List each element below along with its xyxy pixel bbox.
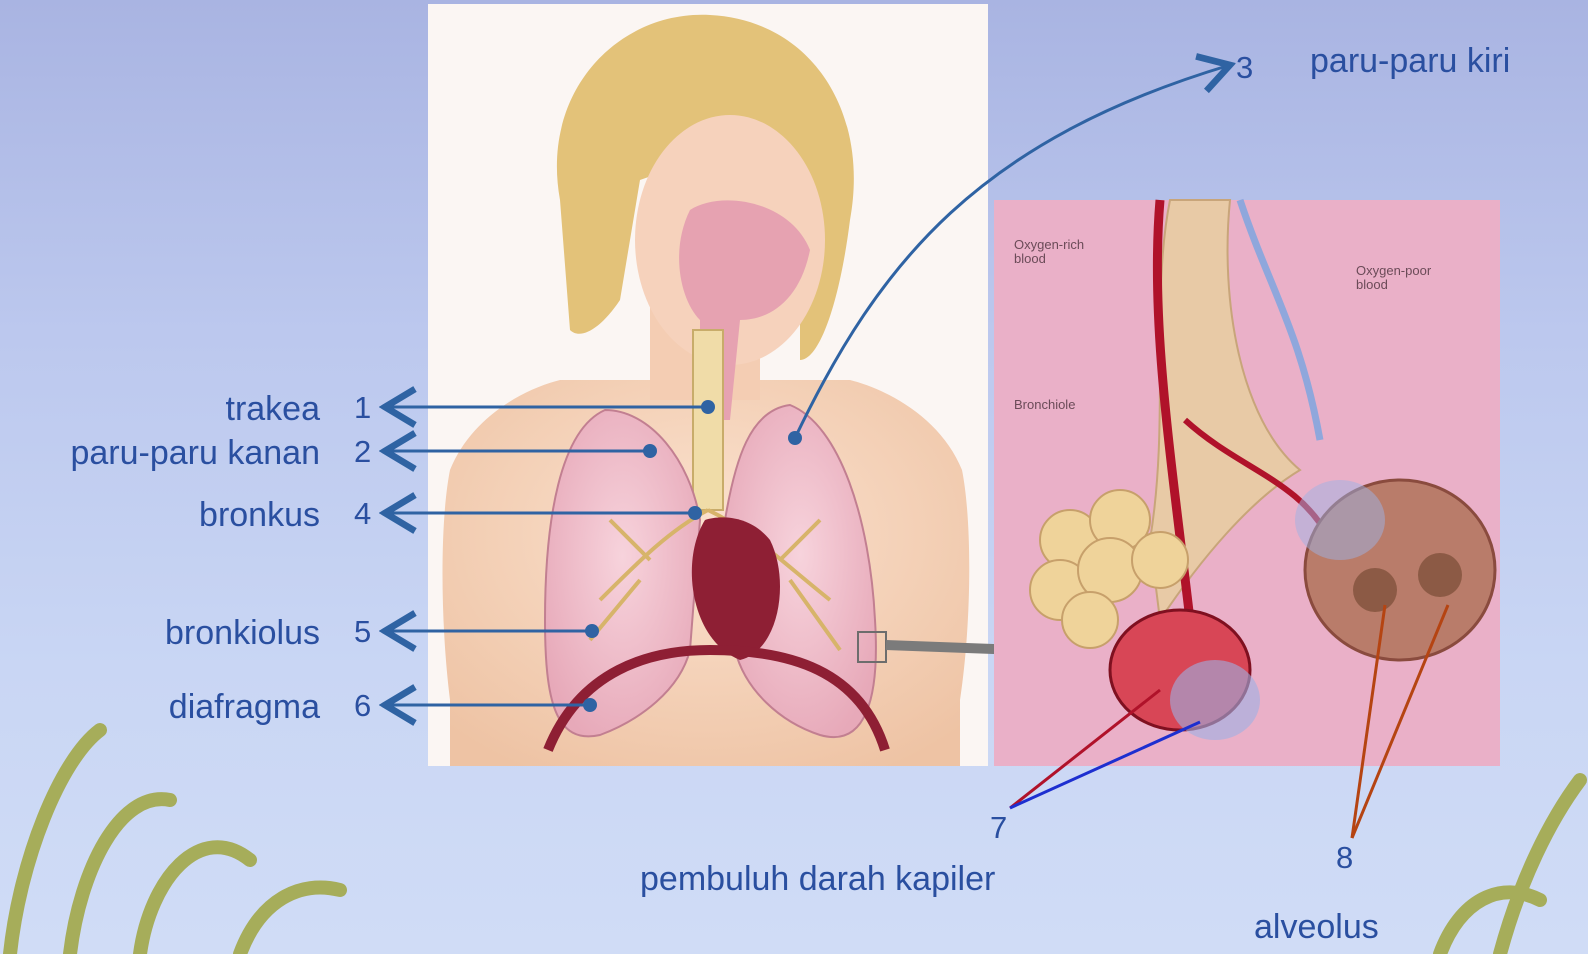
number-6: 6: [354, 690, 371, 721]
label-bronkus: bronkus: [199, 498, 320, 532]
oxygen-rich-blood-label: Oxygen-rich blood: [1014, 238, 1084, 267]
number-2: 2: [354, 436, 371, 467]
label-alveolus: alveolus: [1254, 910, 1379, 944]
grass-left-decoration: [10, 730, 340, 954]
label-pembuluh-darah-kapiler: pembuluh darah kapiler: [640, 862, 995, 896]
number-8: 8: [1336, 842, 1353, 873]
oxygen-poor-blood-label: Oxygen-poor blood: [1356, 264, 1431, 293]
label-diafragma: diafragma: [169, 690, 320, 724]
number-7: 7: [990, 812, 1007, 843]
number-1: 1: [354, 392, 371, 423]
number-5: 5: [354, 616, 371, 647]
grass-right-decoration: [1440, 780, 1580, 954]
number-4: 4: [354, 498, 371, 529]
number-3: 3: [1236, 52, 1253, 83]
label-paru-paru-kanan: paru-paru kanan: [70, 436, 320, 470]
label-bronkiolus: bronkiolus: [165, 616, 320, 650]
label-trakea: trakea: [226, 392, 321, 426]
bronchiole-label: Bronchiole: [1014, 398, 1075, 412]
label-paru-paru-kiri: paru-paru kiri: [1310, 44, 1510, 78]
respiratory-system-illustration: [428, 4, 1052, 766]
